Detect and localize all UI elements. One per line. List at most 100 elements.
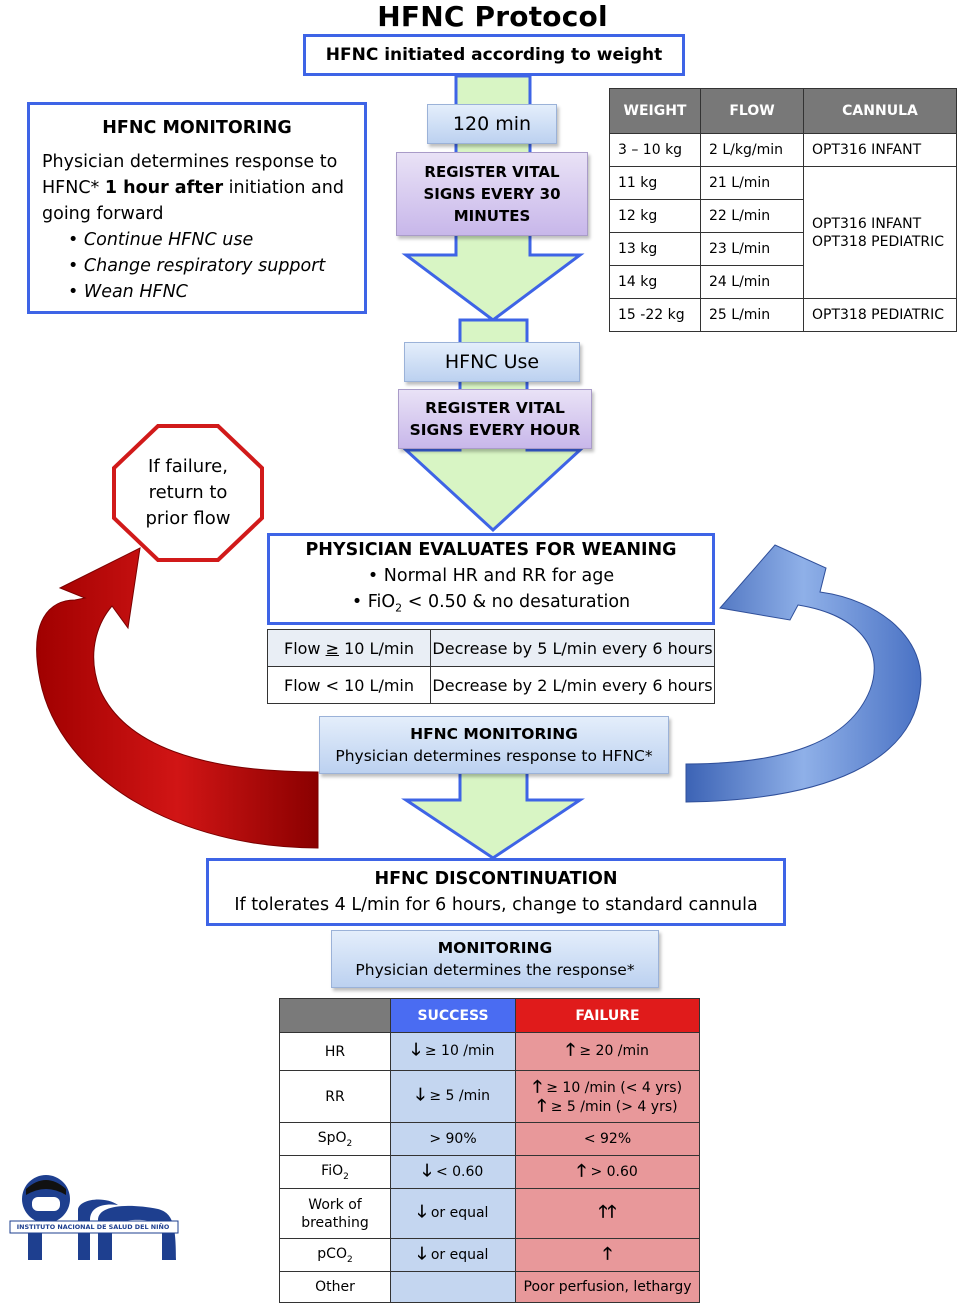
discontinuation-text: If tolerates 4 L/min for 6 hours, change… <box>234 895 758 915</box>
weight-cell: 13 kg <box>609 232 701 266</box>
response-table: SUCCESS FAILURE HR 🡓 ≥ 10 /min 🡑 ≥ 20 /m… <box>279 998 700 1303</box>
flow-lt-10-cell: Flow < 10 L/min <box>267 666 431 704</box>
arrow-down-icon: 🡓 <box>411 1040 421 1060</box>
fio2-label: FiO2 <box>279 1155 391 1189</box>
monitoring-line2a: HFNC* <box>42 178 105 198</box>
hr-success: 🡓 ≥ 10 /min <box>390 1032 516 1071</box>
hr-failure: 🡑 ≥ 20 /min <box>515 1032 700 1071</box>
logo-text: INSTITUTO NACIONAL DE SALUD DEL NIÑO <box>16 1223 170 1231</box>
fio2-failure: 🡑 > 0.60 <box>515 1155 700 1189</box>
wob-success: 🡓 or equal <box>390 1188 516 1239</box>
flow-cell: 25 L/min <box>700 298 804 332</box>
pco2-success: 🡓 or equal <box>390 1238 516 1272</box>
arrow-up-icon: 🡑 <box>603 1243 612 1264</box>
monitoring-line2c: initiation and <box>223 178 344 198</box>
initiated-box: HFNC initiated according to weight <box>303 34 685 76</box>
arrow-up-icon: 🡑 <box>537 1095 547 1116</box>
weight-table: WEIGHT FLOW CANNULA 3 – 10 kg 2 L/kg/min… <box>609 88 957 332</box>
weight-cell: 11 kg <box>609 166 701 200</box>
vitals-hour-box: REGISTER VITAL SIGNS EVERY HOUR <box>398 389 592 449</box>
failure-sign-text: If failure, return to prior flow <box>112 424 264 562</box>
flow-cell: 21 L/min <box>700 166 804 200</box>
failure-line3: prior flow <box>145 508 231 529</box>
cannula-pediatric: OPT318 PEDIATRIC <box>812 233 945 250</box>
flow-cell: 23 L/min <box>700 232 804 266</box>
cannula-cell: OPT318 PEDIATRIC <box>803 298 957 332</box>
hfnc-monitoring-2-heading: HFNC MONITORING <box>410 725 578 743</box>
hfnc-monitoring-2-box: HFNC MONITORING Physician determines res… <box>319 716 669 774</box>
monitoring-bullet-1: • Continue HFNC use <box>68 230 254 250</box>
decrease-2-cell: Decrease by 2 L/min every 6 hours <box>430 666 715 704</box>
hfnc-monitoring-box: HFNC MONITORING Physician determines res… <box>27 102 367 314</box>
cannula-cell: OPT316 INFANT <box>803 133 957 167</box>
monitoring-bullet-2: • Change respiratory support <box>68 256 326 276</box>
other-label: Other <box>279 1271 391 1303</box>
weaning-bullet-1: • Normal HR and RR for age <box>367 565 615 586</box>
stop-sign-icon <box>112 424 264 562</box>
double-arrow-up-icon: 🡑🡑 <box>598 1202 617 1222</box>
step-120-text: 120 min <box>452 113 532 135</box>
spo2-success: > 90% <box>390 1122 516 1156</box>
monitoring-3-box: MONITORING Physician determines the resp… <box>331 930 659 988</box>
weaning-table: Flow ≥ 10 L/min Decrease by 5 L/min ever… <box>267 629 715 704</box>
monitoring-line2b: 1 hour after <box>104 178 224 198</box>
initiated-text: HFNC initiated according to weight <box>325 45 663 65</box>
monitoring-3-heading: MONITORING <box>437 939 553 957</box>
weight-cell: 14 kg <box>609 265 701 299</box>
flow-cell: 24 L/min <box>700 265 804 299</box>
fio2-success: 🡓 < 0.60 <box>390 1155 516 1189</box>
blue-curved-arrow <box>685 544 922 803</box>
failure-line1: If failure, <box>148 456 228 477</box>
discontinuation-box: HFNC DISCONTINUATION If tolerates 4 L/mi… <box>206 858 786 926</box>
rr-success: 🡓 ≥ 5 /min <box>390 1070 516 1123</box>
green-down-arrow-3 <box>401 768 585 860</box>
weight-cell: 3 – 10 kg <box>609 133 701 167</box>
arrow-down-icon: 🡓 <box>422 1160 432 1181</box>
pco2-label: pCO2 <box>279 1238 391 1272</box>
vitals-30-line3: MINUTES <box>453 207 531 225</box>
decrease-5-cell: Decrease by 5 L/min every 6 hours <box>430 629 715 667</box>
other-failure: Poor perfusion, lethargy <box>515 1271 700 1303</box>
flow-ge-10-cell: Flow ≥ 10 L/min <box>267 629 431 667</box>
red-curved-arrow <box>36 547 319 849</box>
arrow-up-icon: 🡑 <box>566 1040 575 1060</box>
arrow-down-icon: 🡓 <box>416 1085 425 1105</box>
page-title: HFNC Protocol <box>377 0 608 33</box>
spo2-label: SpO2 <box>279 1122 391 1156</box>
weaning-box: PHYSICIAN EVALUATES FOR WEANING • Normal… <box>267 533 715 625</box>
monitoring-line1: Physician determines response to <box>42 152 338 172</box>
arrow-down-icon: 🡓 <box>417 1243 427 1264</box>
hfnc-monitoring-2-text: Physician determines response to HFNC* <box>335 747 653 765</box>
flow-cell: 22 L/min <box>700 199 804 233</box>
hfnc-use-box: HFNC Use <box>404 342 580 382</box>
monitoring-heading: HFNC MONITORING <box>102 118 292 138</box>
blank-header <box>279 998 391 1033</box>
flow-cell: 2 L/kg/min <box>700 133 804 167</box>
hr-label: HR <box>279 1032 391 1071</box>
weight-header: WEIGHT <box>609 88 701 134</box>
flow-header: FLOW <box>700 88 804 134</box>
monitoring-bullet-3: • Wean HFNC <box>68 282 188 302</box>
rr-label: RR <box>279 1070 391 1123</box>
isn-logo <box>9 1175 179 1260</box>
spo2-failure: < 92% <box>515 1122 700 1156</box>
weight-cell: 15 -22 kg <box>609 298 701 332</box>
cannula-infant: OPT316 INFANT <box>812 215 922 232</box>
monitoring-line2: HFNC* 1 hour after initiation and <box>42 175 352 201</box>
discontinuation-heading: HFNC DISCONTINUATION <box>374 869 618 889</box>
monitoring-line3: going forward <box>42 204 164 224</box>
arrow-down-icon: 🡓 <box>417 1202 427 1222</box>
vitals-hour-line2: SIGNS EVERY HOUR <box>409 421 581 439</box>
vitals-hour-line1: REGISTER VITAL <box>425 399 565 417</box>
vitals-30-line1: REGISTER VITAL <box>424 163 560 181</box>
cannula-cell-merged: OPT316 INFANT OPT318 PEDIATRIC <box>803 166 957 299</box>
hfnc-use-text: HFNC Use <box>444 351 540 373</box>
failure-line2: return to <box>148 482 228 503</box>
cannula-header: CANNULA <box>803 88 957 134</box>
success-header: SUCCESS <box>390 998 516 1033</box>
step-120-min: 120 min <box>427 104 557 144</box>
vitals-30-line2: SIGNS EVERY 30 <box>423 185 561 203</box>
monitoring-3-text: Physician determines the response* <box>355 961 635 979</box>
weight-cell: 12 kg <box>609 199 701 233</box>
